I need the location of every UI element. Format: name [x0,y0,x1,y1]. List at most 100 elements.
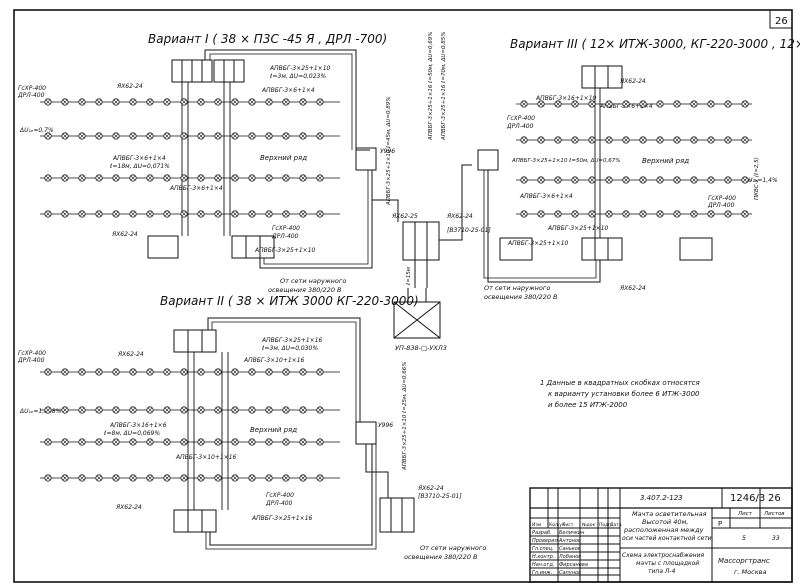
name-4: Фирсанова [559,562,588,568]
col-head-3: №док [582,522,596,528]
v3-supply-note-1: От сети наружного [484,284,550,292]
col-head-2: Лист [562,522,574,528]
variant-2-title: Вариант II ( 38 × ИТЖ 3000 КГ-220-3000) [160,294,419,308]
role-1: Проверил [532,538,558,544]
col-head-0: Изм [532,522,541,528]
v1-cable-top-note: ℓ=3м, ΔU=0,023% [269,73,326,80]
name-5: Сапунов [559,570,581,576]
variant-3-title: Вариант III ( 12× ИТЖ-3000, КГ-220-3000 … [510,37,800,51]
v3-supply-note-2: освещения 380/220 В [484,293,558,301]
role-3: Н.контр. [532,554,554,560]
doc-code: 3.407.2-123 [640,494,683,502]
variant-3-scheme: Вариант III ( 12× ИТЖ-3000, КГ-220-3000 … [477,37,800,301]
v3-cable-feed: АПВБГ-3×25+1×10 [507,240,569,247]
v2-lamp-right2: ДРЛ-400 [265,500,293,507]
name-3: Лобанов [558,554,581,560]
v3-vertical-side: ПКВС-2 (ℓ=2,5) [754,157,760,200]
center-vcable-1: АПВБГ-3×25+1×10 ℓ=45м, ΔU=0,89% [386,97,392,206]
center-vcable-2: АПВБГ-3×25+1×16 ℓ=50м, ΔU=0,69% [428,32,434,141]
center-short-cable: ℓ=15м [406,267,412,286]
col-head-5: Дата [610,522,622,528]
v3-lamp-left: ГсХР-400 [507,115,535,122]
general-note: 1 Данные в квадратных скобках относятся … [540,379,700,409]
scheme-3: типа Л-4 [648,568,676,575]
v3-junction-box [477,149,499,171]
center-box-center2: ЯХ62-24 [446,213,473,220]
v1-lamp-right2: ДРЛ-400 [271,233,299,240]
page-number: 26 [775,16,788,27]
center-switchboard [402,221,440,261]
v1-box-top-label: ЯХ62-24 [116,83,143,90]
v1-cable-top: АПВБГ-3×25+1×10 [269,65,331,72]
v3-lamp-right: ГсХР-400 [708,195,736,202]
substation-symbol [393,301,441,339]
name-0: Беличкин [559,530,585,536]
variant-1-scheme: Вариант I ( 38 × П3С -45 Я , ДРЛ -700) Я… [17,32,387,294]
v2-cable-lower: АПВБГ-3×10+1×16 [175,454,237,461]
substation-label: УП-838-□-УХЛ3 [395,344,447,352]
v1-cable-lower: АПВБГ-3×6+1×4 [169,185,223,192]
subject-4: оси частей контактной сети. [622,535,714,542]
center-box-y2: У996 [378,422,393,429]
v2-supply-note-1: От сети наружного [420,544,486,552]
subject-3: расположенная между [623,526,704,534]
v3-cable-lower: АПВБГ-3×6+1×4 [519,193,573,200]
v3-cable-mid: АПВБГ-3×25+1×10 ℓ=50м, ΔU=0,67% [511,158,620,164]
v2-cable-second: АПВБГ-3×10+1×16 [243,357,305,364]
v2-lamp-rows [40,368,340,482]
note-line-2: к варианту установки более 6 ИТЖ-3000 [548,390,700,398]
v1-row-label: Верхний ряд [260,154,307,162]
v2-top-switchboard [173,329,217,353]
col-head-1: Кол.уч [549,522,565,528]
v2-du-label: ΔU₁ₑ=1,038% [19,408,62,415]
v3-cable-bottom: АПВБГ-3×25+1×10 [547,225,609,232]
v3-cable-top: АПВБГ-3×16+1×10 [535,95,597,102]
v3-lamp-rows [516,100,752,218]
v2-row-label: Верхний ряд [250,426,297,434]
sheet-frame [13,9,793,583]
sheet-in-doc: 26 [768,493,781,504]
v2-box-side: ЯХ62-24 [417,485,444,492]
v3-box-top: ЯХ62-24 [619,78,646,85]
v3-bottom-switchboard [581,237,623,261]
v2-box-top: ЯХ62-24 [117,351,144,358]
drawing-number: 1246/3 [730,493,765,504]
v2-cable-bottom: АПВБГ-3×25+1×16 [251,515,313,522]
v2-cable-mid: АПВБГ-3×16+1×6 [109,422,167,429]
v3-lamp-left2: ДРЛ-400 [506,123,534,130]
v2-box-bottom: ЯХ62-24 [115,504,142,511]
sheets-label: Листов [763,511,785,517]
center-vcable-4: АПВБГ-3×25+1×10 ℓ=25м, ΔU=0,66% [402,362,408,471]
v3-du-label: ΔU₁ₑ=1,4% [743,177,778,184]
variant-2-scheme: Вариант II ( 38 × ИТЖ 3000 КГ-220-3000) … [17,294,486,561]
note-line-3: и более 15 ИТЖ-2000 [548,401,628,409]
v1-cable-bottom: АПВБГ-3×25+1×10 [254,247,316,254]
v2-bottom-switchboard [173,509,217,533]
v1-feed-cable [204,49,370,151]
center-vcable-3: АПВБГ-3×25+1×16 ℓ=70м, ΔU=0,85% [441,32,447,141]
subject-1: Мачта осветительная [632,510,707,518]
name-2: Саньков [559,546,581,552]
v1-du-label: ΔU₁ₑ=0,7% [19,127,54,134]
v2-cable-mid-note: ℓ=8м, ΔU=0,069% [103,430,160,437]
v1-lamp-right: ГсХР-400 [272,225,300,232]
v3-row-label: Верхний ряд [642,157,689,165]
role-0: Разраб. [532,530,552,536]
title-block: 3.407.2-123 1246/3 26 Изм Кол.уч Лист №д… [529,487,793,583]
v2-lamp-top-left2: ДРЛ-400 [17,357,45,364]
v1-box-bottom: ЯХ62-24 [111,231,138,238]
center-distribution: У996 У996 ЯХ62-25 ЯХ62-24 [ВЗ710-25-01] … [355,32,491,498]
sheet-value: 5 [742,535,746,542]
note-line-1: 1 Данные в квадратных скобках относятся [540,379,700,387]
center-junction-box-bottom [355,421,377,445]
center-box-center3: [ВЗ710-25-01] [447,227,491,234]
role-5: Гл.инж. [532,570,552,576]
v2-cable-top: АПВБГ-3×25+1×16 [261,337,323,344]
v1-cable-mid: АПВБГ-3×6+1×4 [112,155,166,162]
role-4: Нач.отд. [532,562,554,568]
v1-bottom-switchboard [231,235,275,259]
v3-lamp-right2: ДРЛ-400 [707,202,735,209]
v2-side-switchboard [379,497,415,533]
stage: Р [718,520,722,528]
